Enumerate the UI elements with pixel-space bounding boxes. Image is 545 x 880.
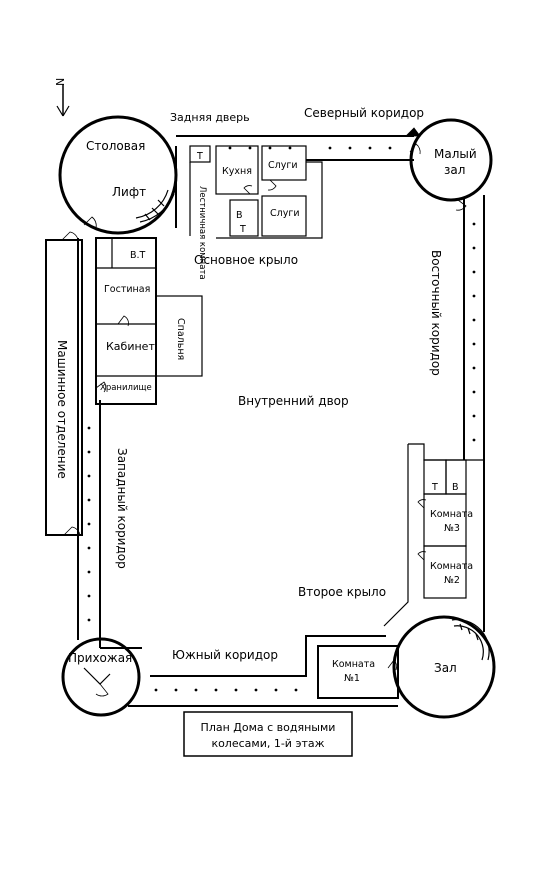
caption-line-1: План Дома с водяными — [201, 721, 336, 734]
room2-label-1: Комната — [430, 561, 473, 572]
dining-room-label: Столовая — [86, 139, 145, 153]
courtyard-label: Внутренний двор — [238, 394, 349, 408]
service-block — [175, 145, 323, 239]
small-hall-label-1: Малый — [434, 147, 477, 161]
room-1 — [317, 645, 399, 699]
second-wing-label: Второе крыло — [298, 585, 386, 599]
back-door-label: Задняя дверь — [170, 111, 250, 124]
machine-room-label: Машинное отделение — [55, 340, 69, 479]
staircase-label: Лестничная комната — [197, 186, 207, 280]
east-corridor — [463, 195, 485, 632]
study-label: Кабинет — [106, 340, 155, 353]
servants-label-2: Слуги — [270, 208, 300, 219]
room2-label-2: №2 — [444, 575, 460, 586]
bedroom-label: Спальня — [175, 318, 186, 360]
elevator-label: Лифт — [112, 185, 146, 199]
kitchen-label: Кухня — [222, 166, 252, 177]
caption: План Дома с водяными колесами, 1-й этаж — [183, 711, 353, 757]
dining-room — [58, 115, 178, 235]
servants-label-1: Слуги — [268, 160, 298, 171]
room3-label-2: №3 — [444, 523, 460, 534]
main-wing-rooms — [95, 237, 203, 405]
west-corridor-label: Западный коридор — [115, 448, 129, 569]
compass-icon: N — [54, 78, 70, 117]
east-bath-label: В — [452, 482, 459, 493]
room1-label-2: №1 — [344, 673, 360, 684]
north-corridor — [176, 127, 421, 161]
hall-label: Зал — [434, 661, 457, 675]
caption-line-2: колесами, 1-й этаж — [211, 737, 324, 750]
east-toilet-label: Т — [431, 482, 438, 493]
wc-label: В.Т — [130, 250, 146, 261]
storage-label: Хранилище — [100, 383, 152, 393]
room3-label-1: Комната — [430, 509, 473, 520]
toilet-label-2: Т — [239, 224, 246, 235]
south-corridor-label: Южный коридор — [172, 648, 278, 662]
small-hall-label-2: зал — [444, 163, 465, 177]
compass-label: N — [54, 78, 67, 86]
main-wing-label: Основное крыло — [194, 253, 298, 267]
north-corridor-label: Северный коридор — [304, 106, 424, 120]
east-corridor-label: Восточный коридор — [429, 250, 443, 376]
bath-label: В — [236, 210, 243, 221]
living-room-label: Гостиная — [104, 284, 150, 295]
hall — [392, 615, 496, 719]
south-corridor — [100, 635, 398, 707]
toilet-label-1: Т — [196, 151, 203, 162]
small-hall — [409, 118, 493, 211]
second-wing-rooms — [383, 443, 484, 627]
west-corridor — [77, 238, 101, 648]
entrance — [61, 637, 141, 717]
room1-label-1: Комната — [332, 659, 375, 670]
entrance-label: Прихожая — [68, 651, 132, 665]
